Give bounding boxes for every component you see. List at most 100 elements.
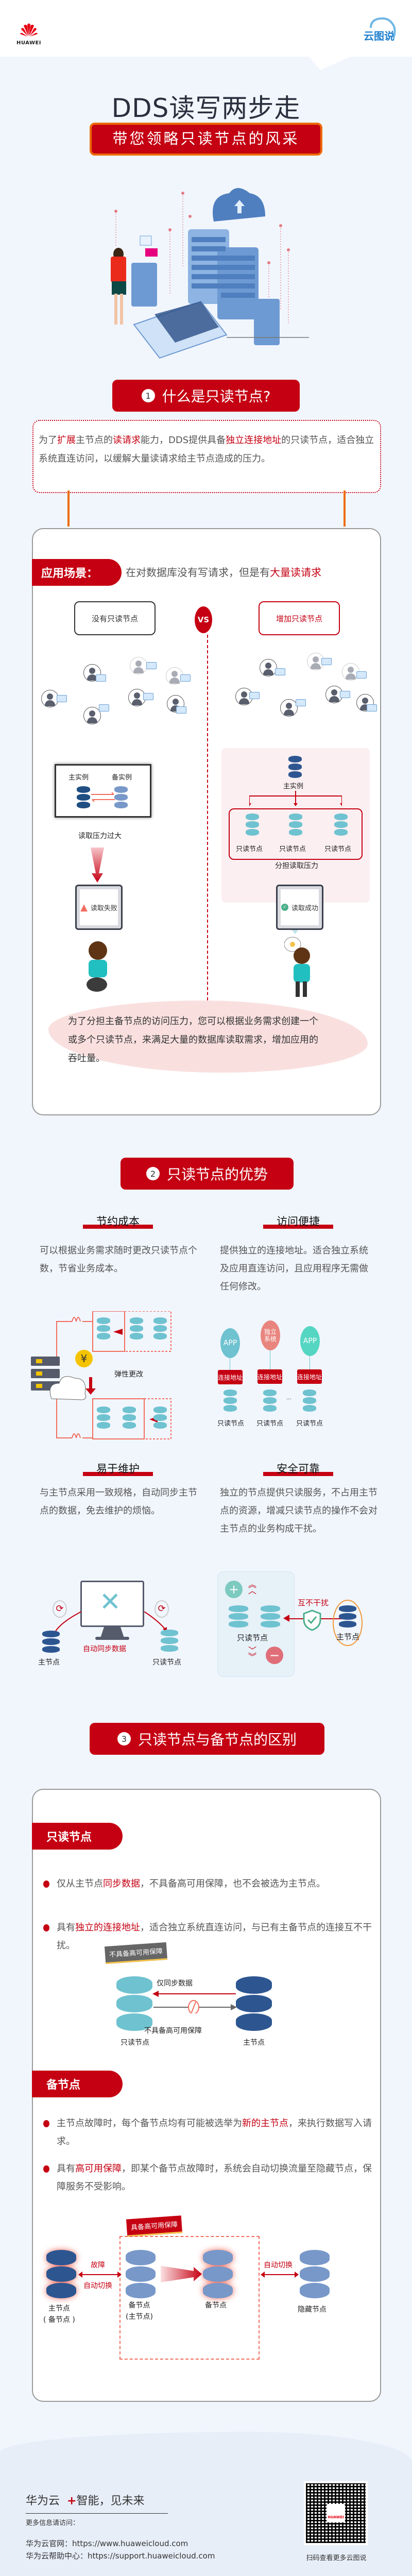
huawei-logo: HUAWEI [14, 22, 43, 46]
tag-readonly: 只读节点 [32, 1823, 123, 1850]
divider-dashed [207, 635, 208, 1042]
auto-switch-label-2: 自动切换 [264, 2261, 293, 2269]
tag-standby: 备节点 [32, 2071, 123, 2097]
readonly-bullet-1: 仅从主节点同步数据，不具备高可用保障，也不会被选为主节点。 [43, 1875, 373, 1893]
chat-bubble-icon: ··· [296, 699, 306, 706]
scenario-panel: 应用场景： 在对数据库没有写请求，但是有大量读请求 没有只读节点 VS 增加只读… [32, 528, 381, 1115]
sync-arrows-icon [91, 792, 115, 802]
user-avatar [83, 664, 101, 682]
database-icon-primary [42, 1631, 60, 1654]
readonly-nodes-box [229, 808, 363, 860]
page-title: DDS读写两步走 [111, 93, 301, 123]
monitor-read-failed: ▲读取失败 [75, 885, 123, 930]
yuntushuo-logo: 云图说 [364, 15, 412, 44]
sync-cycle-icon: ⟳ [154, 1600, 169, 1618]
monitor-read-success: ✓读取成功 [276, 885, 323, 930]
user-avatar [356, 694, 374, 711]
summary-text: 为了分担主备节点的访问压力，您可以根据业务需求创建一个或多个只读节点，来满足大量… [68, 1016, 318, 1064]
client-app-2: APP [300, 1326, 320, 1356]
advantage-text-maintain: 与主节点采用一致规格，自动同步主节点的数据，免去维护的烦恼。 [40, 1487, 197, 1516]
happy-person-illustration [284, 937, 310, 997]
database-icon-primary [288, 756, 302, 778]
database-icon-readonly [97, 1406, 110, 1429]
check-circle-icon: ✓ [281, 904, 288, 911]
red-down-arrow-icon [91, 848, 104, 883]
connection-address-badge: 连接地址 [297, 1369, 322, 1384]
add-node-icon: + [225, 1581, 243, 1598]
footer-help-link[interactable]: 华为云帮助中心：https://support.huaweicloud.com [26, 2551, 215, 2561]
share-pressure-label: 分担读取压力 [275, 862, 318, 870]
database-icon-primary [77, 786, 90, 809]
client-app-1: APP [220, 1328, 240, 1358]
server-cloud-illustration [111, 188, 309, 359]
advantage-text-access: 提供独立的连接地址。适合独立系统及应用直连访问，且应用程序无需做任何修改。 [220, 1245, 368, 1292]
qr-code: HUAWEI [304, 2481, 368, 2545]
user-avatar [83, 707, 101, 724]
promote-arrow [161, 2266, 202, 2282]
database-icon-hidden [300, 2250, 330, 2298]
database-icon-standby [126, 2250, 156, 2298]
remove-node-icon: − [266, 1647, 283, 1664]
database-icon-readonly [130, 1317, 143, 1340]
chat-bubble-icon: ··· [99, 704, 109, 711]
database-icon-standby [203, 2250, 233, 2298]
pill-no-readonly: 没有只读节点 [74, 601, 156, 635]
chat-bubble-icon: ··· [275, 668, 285, 675]
section-1-heading: 1 什么是只读节点? [112, 380, 300, 412]
database-icon-readonly [153, 1317, 167, 1340]
elastic-change-diagram: ¥ 弹性更改 [31, 1311, 211, 1445]
footer-site-link[interactable]: 华为云官网：https://www.huaweicloud.com [26, 2539, 188, 2548]
no-ha-label: 不具备高可用保障 [144, 2027, 202, 2035]
huawei-petal-icon [20, 23, 38, 37]
chat-bubble-icon: ··· [321, 658, 332, 665]
database-icon-primary [339, 1605, 356, 1628]
auto-switch-arrow [261, 2272, 299, 2278]
section-3-heading: 3 只读节点与备节点的区别 [90, 1723, 324, 1755]
user-avatar [260, 659, 277, 676]
scenario-tag: 应用场景： [32, 559, 122, 586]
comparison-panel: 只读节点 仅从主节点同步数据，不具备高可用保障，也不会被选为主节点。 具有独立的… [32, 1789, 381, 2402]
speech-tail-shape [309, 57, 350, 70]
ellipsis: ... [286, 1395, 291, 1401]
sync-direction-arrows [152, 1991, 237, 2013]
qr-caption: 扫码查看更多云图说 [306, 2554, 367, 2562]
chevrons-down-icon: ﹀︾ [248, 1646, 257, 1662]
advantage-title-maintain: 易于维护 [83, 1461, 153, 1476]
database-icon-readonly [161, 1630, 178, 1653]
database-icon-readonly [334, 814, 348, 836]
hero-illustration [103, 165, 309, 361]
chat-bubble-icon: ··· [57, 695, 67, 702]
database-icon-readonly [97, 1317, 110, 1340]
footer-slogan: 华为云 +智能，见未来 [26, 2495, 145, 2507]
advantage-title-secure: 安全可靠 [263, 1461, 333, 1476]
chat-bubble-icon: ··· [180, 674, 191, 682]
chat-bubble-icon: ··· [96, 674, 106, 682]
standby-group-box [119, 2236, 260, 2360]
user-avatar [280, 699, 298, 717]
header-band [0, 0, 412, 57]
readonly-bullet-2: 具有独立的连接地址，适合独立系统直连访问，与已有主备节点的连接互不干扰。 [43, 1919, 373, 1955]
rope-left [67, 490, 70, 527]
section-number-badge: 3 [117, 1732, 131, 1745]
user-avatar [325, 686, 343, 703]
auto-sync-label: 自动同步数据 [83, 1645, 126, 1653]
cloud-logo-icon [370, 17, 396, 39]
definition-box: 为了扩展主节点的读请求能力，DDS提供具备独立连接地址的只读节点，适合独立系统直… [32, 420, 381, 493]
maintenance-monitor: ✕ [80, 1581, 144, 1627]
section-number-badge: 1 [141, 389, 155, 402]
chat-bubble-icon: ··· [356, 671, 367, 679]
pressure-too-high-label: 读取压力过大 [78, 832, 122, 840]
fault-label: 故障 [91, 2261, 105, 2269]
advantage-text-cost: 可以根据业务需求随时更改只读节点个数，节省业务成本。 [40, 1245, 197, 1274]
ha-callout: 具备高可用保障 [126, 2215, 183, 2237]
shield-check-icon [303, 1609, 321, 1631]
chat-bubble-icon: ··· [146, 662, 157, 669]
chat-bubble-icon: ··· [143, 693, 153, 700]
database-icon-failed-primary [46, 2250, 76, 2298]
chat-bubble-icon: ··· [176, 706, 186, 714]
chat-bubble-icon: ··· [340, 691, 350, 698]
connection-address-badge: 连接地址 [218, 1370, 243, 1384]
pill-add-readonly: 增加只读节点 [259, 601, 340, 635]
scenario-text: 在对数据库没有写请求，但是有大量读请求 [126, 566, 321, 579]
chat-bubble-icon: ··· [249, 692, 260, 699]
